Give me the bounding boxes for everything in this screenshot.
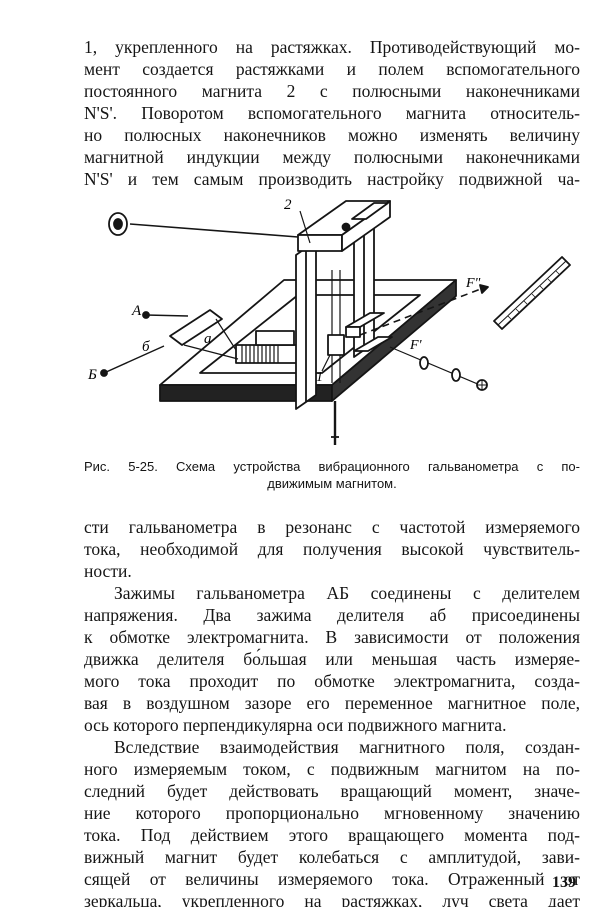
label-ray-f1: F' — [409, 338, 423, 353]
figure-caption-continued: движимым магнитом. — [267, 476, 397, 491]
adjust-axle — [129, 223, 299, 238]
lens-1 — [419, 356, 429, 370]
text-line: Вследствие взаимодействия магнитного пол… — [114, 737, 580, 757]
scale-ticks — [507, 270, 560, 320]
incident-ray — [389, 346, 481, 386]
text-line: вая в воздушном зазоре его переменное ма… — [84, 693, 580, 713]
text-line: ности. — [84, 561, 132, 581]
reflected-ray — [359, 286, 487, 336]
text-line: вижный магнит будет колебаться с амплиту… — [84, 847, 580, 867]
base-plate-edge-side — [331, 279, 457, 402]
text-line: тока. Под действием этого вращающего мом… — [84, 825, 580, 845]
text-line: постоянного магнита 2 с полюсными наконе… — [84, 81, 580, 101]
text-line: Зажимы гальванометра АБ соединены с дели… — [114, 583, 580, 603]
label-leader-2 — [299, 210, 311, 244]
text-line: N'S'. Поворотом вспомогательного магнита… — [84, 103, 580, 123]
text-line: сти гальванометра в резонанс с частотой … — [84, 517, 580, 537]
text-line: напряжения. Два зажима делителя аб присо… — [84, 605, 580, 625]
text-line: тока, необходимой для получения высокой … — [84, 539, 580, 559]
label-terminal-B: Б — [87, 367, 97, 383]
label-divider-a: а — [204, 331, 212, 347]
text-line: зеркальца, укрепленного на растяжках, лу… — [84, 891, 580, 907]
text-line: но полюсных наконечников можно изменять … — [84, 125, 580, 145]
text-line: следний будет действовать вращающий моме… — [84, 781, 580, 801]
page-number: 139 — [552, 874, 576, 891]
text-line: к обмотке электромагнита. В зависимости … — [84, 627, 580, 647]
text-line: магнитной индукции между полюсными након… — [84, 147, 580, 167]
label-divider-b: б — [142, 339, 150, 355]
text-line: сящей от величины измеряемого тока. Отра… — [84, 869, 580, 889]
label-ray-f2: F" — [465, 276, 481, 291]
text-line: ось которого перпендикулярна оси подвижн… — [84, 715, 507, 735]
label-mirror-1: 1 — [316, 370, 323, 385]
text-line: 1, укрепленного на растяжках. Противодей… — [84, 37, 580, 57]
mirror-1 — [327, 334, 345, 356]
galvanometer-diagram: 2 А Б а б 1 F" F' — [87, 197, 571, 445]
text-line: мент создается растяжками и полем вспомо… — [84, 59, 580, 79]
text-line: мого тока проходит по обмотке электромаг… — [84, 671, 580, 691]
terminal-A-dot — [142, 311, 150, 319]
label-terminal-A: А — [131, 303, 142, 319]
text-line: N'S' и тем самым производить настройку п… — [84, 169, 580, 189]
text-line: ного измеряемым током, с подвижным магни… — [84, 759, 580, 779]
text-line: ние которого пропорционально мгновенному… — [84, 803, 580, 823]
wire-A — [145, 314, 189, 317]
text-line: движка делителя бо́льшая или меньшая час… — [84, 649, 580, 669]
figure-caption: Рис. 5-25. Схема устройства вибрационног… — [84, 459, 580, 474]
lens-2 — [451, 368, 461, 382]
label-magnet-2: 2 — [284, 197, 292, 213]
galvanometer-figure: 2 А Б а б 1 F" F' — [84, 175, 580, 455]
voltage-divider — [169, 309, 223, 346]
terminal-B-dot — [100, 369, 108, 377]
electromagnet-coil — [241, 345, 279, 363]
wire-B — [103, 345, 165, 374]
